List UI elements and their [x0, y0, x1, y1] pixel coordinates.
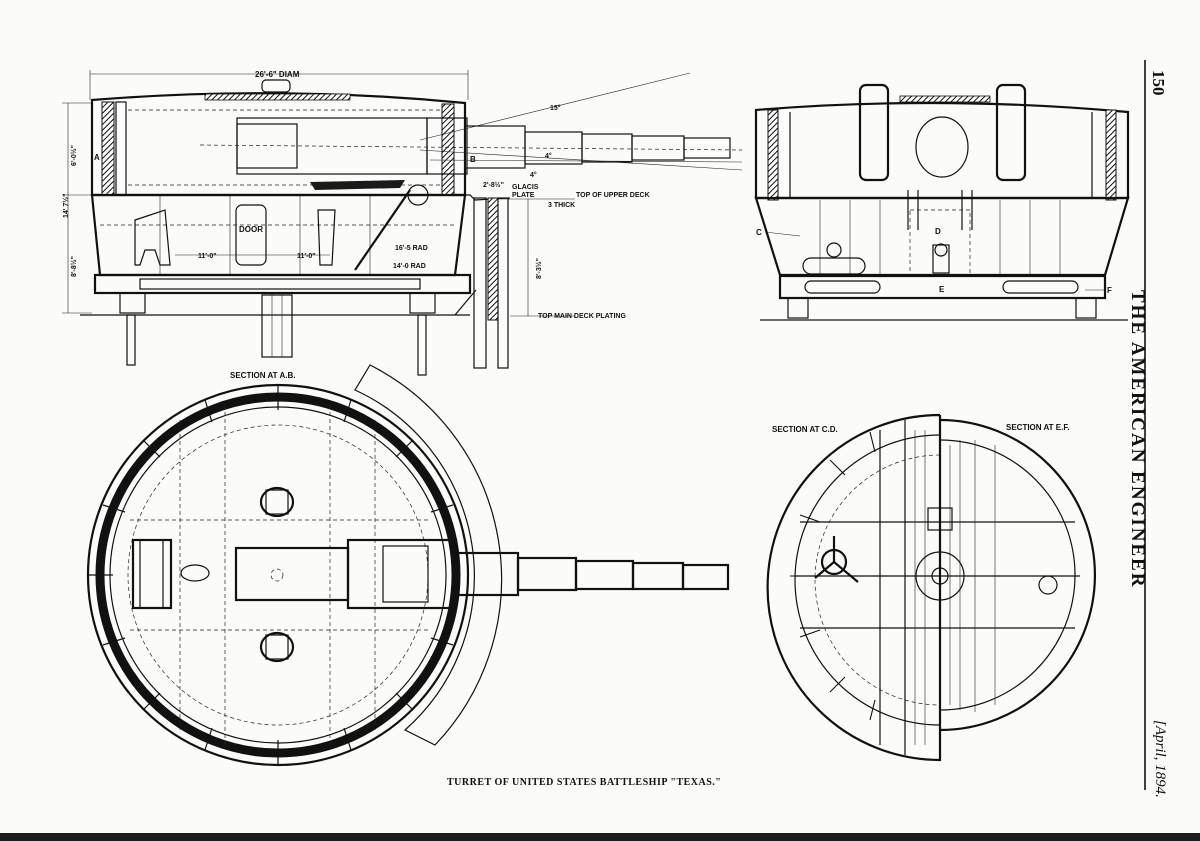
top-upper-deck-label: TOP OF UPPER DECK	[576, 192, 650, 199]
rad-14: 14'-0 RAD	[393, 263, 426, 270]
page-number: 150	[1149, 70, 1168, 96]
section-cd-label: SECTION AT C.D.	[772, 425, 838, 434]
angle-15-label: 15°	[550, 104, 561, 112]
figure-caption: TURRET OF UNITED STATES BATTLESHIP "TEXA…	[447, 777, 722, 788]
plan-section-cd-ef: SECTION AT C.D. SECTION AT E.F.	[766, 413, 1097, 762]
top-main-deck-label: TOP MAIN DECK PLATING	[538, 313, 626, 320]
dim-11b: 11'-0"	[297, 253, 316, 260]
angle-4b-label: 4°	[530, 171, 537, 179]
dim-6: 6'-0½"	[70, 145, 78, 166]
mark-d: D	[935, 227, 941, 236]
mark-c: C	[756, 228, 762, 237]
rad-16: 16'-5 RAD	[395, 245, 428, 252]
dim-11a: 11'-0"	[198, 253, 217, 260]
mark-a: A	[94, 153, 100, 162]
dim-8b: 8'-3½"	[535, 258, 543, 279]
diameter-label: 26'-6" DIAM	[255, 70, 300, 79]
end-elevation: C D E F	[754, 83, 1130, 321]
journal-title: THE AMERICAN ENGINEER	[1127, 290, 1148, 589]
mark-b: B	[470, 155, 476, 164]
dim-8a: 8'-8½"	[70, 256, 78, 277]
plan-section-ab: SECTION AT A.B.	[86, 364, 730, 767]
mark-f: F	[1107, 286, 1112, 295]
angle-4-label: 4°	[545, 152, 552, 160]
scan-edge	[0, 833, 1200, 841]
door-label: DOOR	[239, 225, 263, 234]
thick-label: 3 THICK	[548, 202, 575, 209]
glacis-label: GLACIS	[512, 184, 539, 191]
side-elevation: 26'-6" DIAM	[62, 70, 743, 376]
issue-date: [April, 1894.	[1152, 720, 1168, 798]
glacis-dim: 2'-8½"	[483, 181, 504, 189]
plate-label: PLATE	[512, 192, 535, 199]
section-ab-label: SECTION AT A.B.	[230, 371, 295, 380]
section-ef-label: SECTION AT E.F.	[1006, 423, 1070, 432]
dim-14: 14' 7½"	[62, 194, 70, 218]
mark-e: E	[939, 285, 945, 294]
